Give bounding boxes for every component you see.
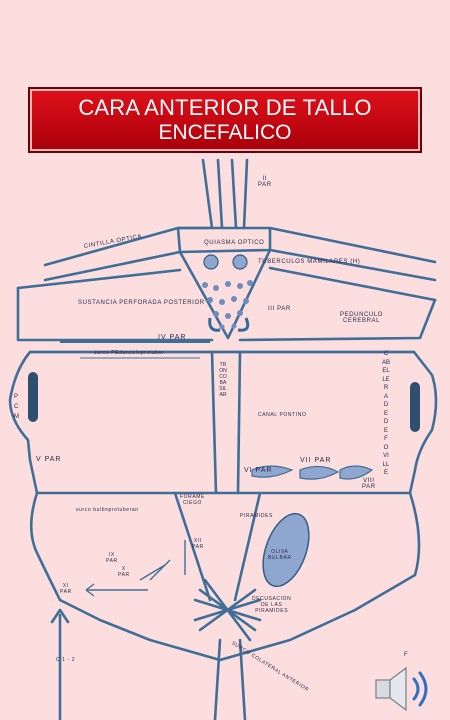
label-vii-par: VII PAR — [300, 457, 332, 464]
mammillary-bodies — [203, 254, 248, 270]
pontine-nerves — [251, 465, 374, 480]
basilar-groove-right — [236, 350, 242, 495]
label-ii-par: II PAR — [258, 176, 272, 188]
optic-nerve-left — [201, 158, 214, 230]
olive — [262, 512, 310, 588]
basilar-groove-left — [210, 350, 218, 495]
label-tuberculos: TUBERCULOS MAMILARES (H) — [258, 259, 361, 265]
title-line-1: CARA ANTERIOR DE TALLO — [78, 95, 372, 120]
label-viii-par: VIII PAR — [362, 478, 376, 490]
c1-arrow — [50, 608, 70, 624]
label-surco-pedunculo: surco PEdunculoprotuber — [94, 350, 165, 356]
label-oliva: OLIVA BULBAR — [268, 549, 292, 561]
label-vi-par: VI PAR — [244, 467, 273, 474]
optic-nerve-right-outer — [242, 158, 249, 230]
label-canal-pontino: CANAL PONTINO — [258, 412, 307, 418]
perforated-triangle — [178, 248, 272, 340]
medulla-outline — [29, 491, 421, 662]
label-iii-par: III PAR — [268, 306, 291, 312]
trigeminal-right — [410, 382, 420, 432]
spinal-right — [238, 638, 247, 720]
label-f: F — [404, 652, 409, 658]
peduncle-left-outer — [16, 286, 214, 342]
label-iv-par: IV PAR — [158, 334, 187, 341]
peduncle-right-outer — [238, 298, 437, 342]
label-piramides: PIRAMIDES — [240, 513, 273, 519]
peduncle-band-top — [16, 268, 182, 290]
optic-nerve-left-inner — [216, 158, 224, 230]
label-quiasma-optico: QUIASMA OPTICO — [204, 240, 265, 246]
medullary-nerves — [85, 540, 186, 597]
trigeminal-left — [28, 372, 38, 422]
label-v-par: V PAR — [36, 456, 62, 463]
label-tronco-basilar: TRONCO BASILAR — [219, 362, 227, 398]
label-surco-bulbo: surco bulboprotuberan — [76, 507, 139, 513]
label-pedunculo: PEDUNCULO CEREBRAL — [340, 312, 384, 324]
perforated-dots — [202, 280, 253, 330]
peduncle-band-right-top — [268, 266, 437, 302]
label-xi-par: XI PAR — [60, 583, 72, 595]
speaker-icon[interactable] — [370, 664, 442, 714]
label-x-par: X PAR — [118, 566, 130, 578]
optic-tract-left-lower — [43, 250, 182, 282]
label-ix-par: IX PAR — [106, 552, 118, 564]
spinal-left — [213, 638, 222, 720]
title-line-2: ENCEFALICO — [158, 121, 292, 144]
label-foramen: FORAME CIEGO — [180, 494, 205, 506]
label-xii-par: XII PAR — [192, 538, 204, 550]
title-banner: CARA ANTERIOR DE TALLO ENCEFALICO — [28, 87, 422, 153]
label-sustancia: SUSTANCIA PERFORADA POSTERIOR — [78, 300, 205, 306]
optic-tract-right-lower — [268, 248, 437, 282]
pyramid-right — [233, 491, 262, 602]
optic-tract-right — [268, 226, 437, 264]
label-c1: C 1 - 2 — [56, 657, 76, 663]
label-decusacion: DECUSACION DE LAS PIRAMIDES — [252, 596, 292, 614]
label-cabelle-foville: CABELLERA DE DE FOVILLE — [382, 351, 391, 476]
label-pcm: P C M — [14, 394, 20, 420]
pyramid-left — [173, 491, 212, 602]
optic-nerve-right — [230, 158, 238, 230]
oculomotor-nerves — [208, 317, 250, 332]
decussation-e — [203, 578, 252, 642]
